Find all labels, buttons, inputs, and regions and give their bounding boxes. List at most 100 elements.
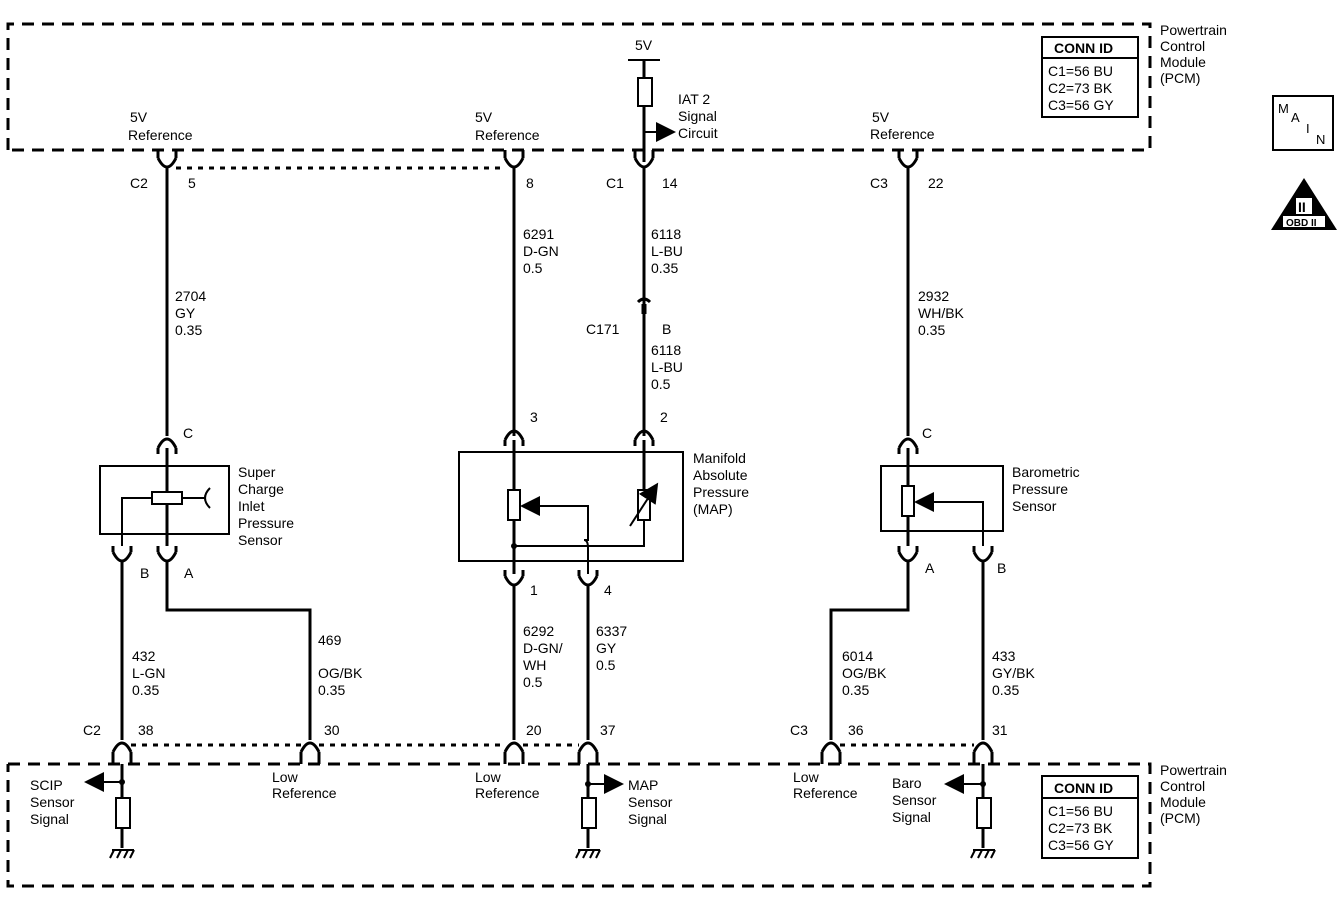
- map-sig-3: Signal: [628, 811, 667, 827]
- baro-a-connector: [897, 546, 919, 563]
- baro-c-connector: [897, 437, 919, 454]
- w6014-1: 6014: [842, 648, 873, 664]
- main-badge: M A I N: [1272, 95, 1334, 151]
- w6291-2: D-GN: [523, 243, 559, 259]
- c2-top-pin: 5: [188, 175, 196, 191]
- pin20-connector: [503, 741, 525, 764]
- w6292-1: 6292: [523, 623, 554, 639]
- c3-top-label: C3: [870, 175, 888, 191]
- c3-bot-label: C3: [790, 722, 808, 738]
- w6337-1: 6337: [596, 623, 627, 639]
- pcm-top-name-1: Powertrain: [1160, 22, 1227, 38]
- pin37-connector: [577, 741, 599, 764]
- w6337-2: GY: [596, 640, 617, 656]
- pullup-resistor: [637, 77, 653, 107]
- w469-1: 469: [318, 632, 342, 648]
- baro-a-label: A: [925, 560, 935, 576]
- scip-a-connector: [156, 546, 178, 563]
- scip-sig-3: Signal: [30, 811, 69, 827]
- scip-name-1: Super: [238, 464, 276, 480]
- baro-sig-1: Baro: [892, 775, 922, 791]
- w2704-3: 0.35: [175, 322, 202, 338]
- baro-ground-icon: [970, 849, 996, 859]
- conn-id-top-line-3: C3=56 GY: [1048, 97, 1114, 113]
- w6014-3: 0.35: [842, 682, 869, 698]
- pin20-label: 20: [526, 722, 542, 738]
- ref3-line2: Reference: [870, 126, 935, 142]
- obd-ii-roman: II: [1298, 199, 1306, 215]
- ref1-line1: 5V: [130, 109, 148, 125]
- scip-c-label: C: [183, 425, 193, 441]
- map-sig-1: MAP: [628, 777, 658, 793]
- w2704-1: 2704: [175, 288, 206, 304]
- map-pulldown-resistor: [581, 797, 597, 829]
- w432-2: L-GN: [132, 665, 165, 681]
- scip-sig-1: SCIP: [30, 777, 63, 793]
- w2932-3: 0.35: [918, 322, 945, 338]
- scip-sig-2: Sensor: [30, 794, 75, 810]
- map-ground-icon: [575, 849, 601, 859]
- low-ref2-1: Low: [475, 769, 502, 785]
- w433-3: 0.35: [992, 682, 1019, 698]
- c3-bot-connector: [820, 741, 842, 764]
- map-name-1: Manifold: [693, 450, 746, 466]
- pcm-top-name-3: Module: [1160, 54, 1206, 70]
- main-badge-m: M: [1278, 101, 1289, 116]
- w469-2: OG/BK: [318, 665, 363, 681]
- baro-sig-3: Signal: [892, 809, 931, 825]
- map-2-connector: [633, 429, 655, 446]
- conn-id-bot-title: CONN ID: [1054, 780, 1113, 796]
- c171-pin: B: [662, 321, 671, 337]
- c3-bot-pin: 36: [848, 722, 864, 738]
- conn-id-bot-line-3: C3=56 GY: [1048, 837, 1114, 853]
- c1-top-pin: 14: [662, 175, 678, 191]
- pin8-connector: [503, 150, 525, 169]
- c2-top-connector: [156, 150, 178, 169]
- w6118a-2: L-BU: [651, 243, 683, 259]
- ref2-line1: 5V: [475, 109, 493, 125]
- c171-label: C171: [586, 321, 620, 337]
- scip-name-4: Pressure: [238, 515, 294, 531]
- conn-id-bot-line-1: C1=56 BU: [1048, 803, 1113, 819]
- c2-bot-connector: [111, 741, 133, 764]
- w2932-2: WH/BK: [918, 305, 965, 321]
- scip-name-5: Sensor: [238, 532, 283, 548]
- w6118b-1: 6118: [651, 342, 681, 358]
- main-badge-i: I: [1306, 121, 1310, 136]
- w6292-3: WH: [523, 657, 546, 673]
- pcm-bot-name-4: (PCM): [1160, 810, 1200, 826]
- ref1-line2: Reference: [128, 127, 193, 143]
- w433-2: GY/BK: [992, 665, 1035, 681]
- conn-id-top-title: CONN ID: [1054, 40, 1113, 56]
- pin37-label: 37: [600, 722, 616, 738]
- low-ref1-1: Low: [272, 769, 299, 785]
- w6292-4: 0.5: [523, 674, 543, 690]
- pin30-connector: [299, 741, 321, 764]
- c1-top-connector: [633, 150, 655, 169]
- conn-id-bottom: CONN ID C1=56 BU C2=73 BK C3=56 GY: [1041, 775, 1139, 859]
- conn-id-top: CONN ID C1=56 BU C2=73 BK C3=56 GY: [1041, 36, 1139, 118]
- obd-ii-badge: II OBD II: [1271, 178, 1337, 230]
- pcm-bottom-box: Powertrain Control Module (PCM) CONN ID …: [6, 762, 1227, 888]
- map-3-label: 3: [530, 409, 538, 425]
- map-1-label: 1: [530, 582, 538, 598]
- conn-id-top-line-1: C1=56 BU: [1048, 63, 1113, 79]
- pcm-bot-name-2: Control: [1160, 778, 1205, 794]
- map-name-3: Pressure: [693, 484, 749, 500]
- pin30-label: 30: [324, 722, 340, 738]
- map-sig-2: Sensor: [628, 794, 673, 810]
- c3-top-pin: 22: [928, 175, 944, 191]
- w433-1: 433: [992, 648, 1016, 664]
- map-name-4: (MAP): [693, 501, 733, 517]
- baro-name-1: Barometric: [1012, 464, 1080, 480]
- w6337-3: 0.5: [596, 657, 616, 673]
- baro-b-label: B: [997, 560, 1006, 576]
- baro-name-2: Pressure: [1012, 481, 1068, 497]
- pcm-top-name-4: (PCM): [1160, 70, 1200, 86]
- baro-sensor-box: [880, 465, 1004, 532]
- map-4-label: 4: [604, 582, 612, 598]
- ref2-line2: Reference: [475, 127, 540, 143]
- w6291-1: 6291: [523, 226, 554, 242]
- c2-bot-label: C2: [83, 722, 101, 738]
